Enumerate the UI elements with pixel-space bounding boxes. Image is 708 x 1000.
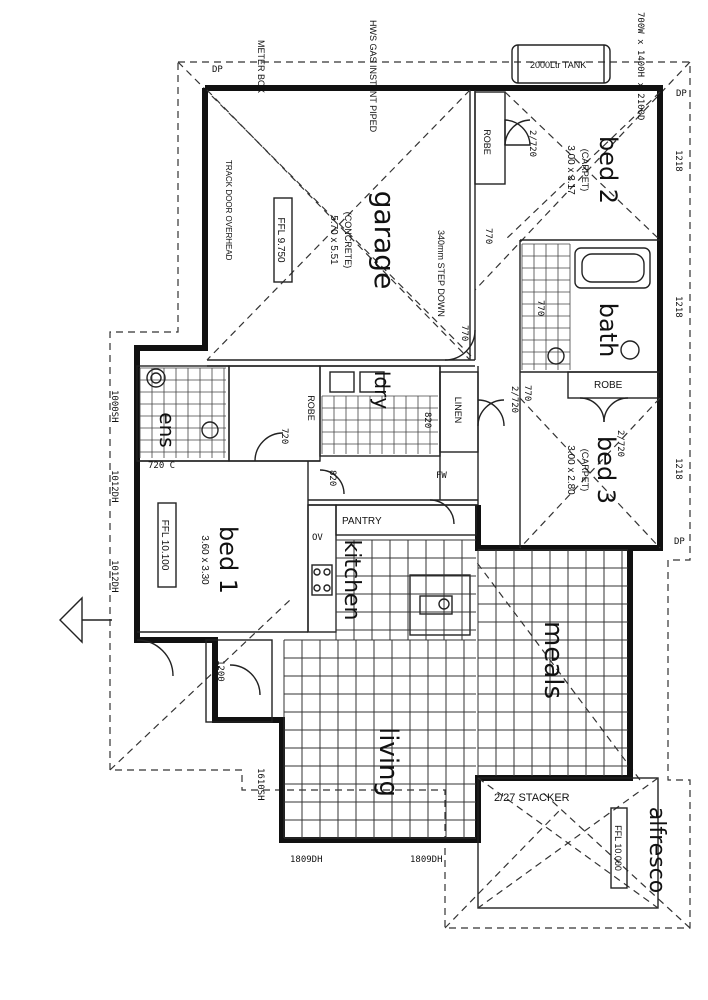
ensuite-fixtures bbox=[146, 368, 219, 439]
alfresco-ffl: FFL 10.000 bbox=[613, 825, 623, 871]
hws-label: HWS GAS INSTANT PIPED bbox=[368, 20, 378, 133]
ov-marker: OV bbox=[312, 533, 323, 543]
meals-name: meals bbox=[538, 621, 568, 699]
door-820-b: 820 bbox=[327, 470, 337, 486]
garage-ffl: FFL 9.750 bbox=[275, 217, 286, 263]
ens-name: ens bbox=[155, 412, 179, 447]
floor-tile-grid bbox=[283, 539, 628, 839]
window-1809-a: 1809DH bbox=[290, 855, 323, 865]
annotation-labels: ROBE ROBE ROBE LINEN 2000Ltr TANK 700W x… bbox=[109, 12, 687, 865]
garage-size: 5.70 x 5.51 bbox=[328, 215, 339, 265]
bath-name: bath bbox=[594, 303, 622, 358]
room-labels: garage (CONCRETE) 5.70 x 5.51 FFL 9.750 … bbox=[155, 136, 669, 893]
step-down-label: 340mm STEP DOWN bbox=[436, 230, 446, 317]
cooktop bbox=[311, 564, 450, 610]
window-1012-b: 1012DH bbox=[109, 560, 119, 593]
door-770-b: 770 bbox=[459, 325, 469, 341]
door-770-a: 770 bbox=[483, 228, 493, 244]
pantry-label: PANTRY bbox=[342, 516, 382, 527]
bed3-size: 3.00 x 2.80 bbox=[565, 445, 576, 495]
door-2720-b: 2/720 bbox=[509, 386, 519, 413]
tank-label: 2000Ltr TANK bbox=[530, 60, 586, 70]
bed2-detail: (CARPET) bbox=[580, 149, 590, 192]
robe-garage-label: ROBE bbox=[482, 129, 492, 155]
dp-marker-3: DP bbox=[212, 65, 223, 75]
garage-name: garage bbox=[368, 191, 401, 290]
living-name: living bbox=[373, 727, 403, 797]
door-720-a: 720 bbox=[279, 428, 289, 444]
garage-detail: (CONCRETE) bbox=[343, 212, 353, 269]
bed1-name: bed 1 bbox=[214, 526, 242, 594]
bath-fixtures bbox=[547, 247, 651, 365]
linen-label: LINEN bbox=[453, 397, 463, 424]
dp-marker-1: DP bbox=[676, 89, 687, 99]
stacker-label: 2/27 STACKER bbox=[494, 792, 570, 804]
door-2720-c: 2/720 bbox=[615, 430, 625, 457]
bed3-name: bed 3 bbox=[592, 436, 620, 504]
window-1809-b: 1809DH bbox=[410, 855, 443, 865]
north-arrow-icon bbox=[59, 596, 112, 644]
window-1000: 1000SH bbox=[109, 390, 119, 423]
window-1200: 1200 bbox=[215, 660, 225, 682]
dp-marker-2: DP bbox=[674, 537, 685, 547]
wet-area-hatching bbox=[139, 243, 571, 458]
laundry-fixtures bbox=[329, 371, 385, 393]
robe-bed1-label: ROBE bbox=[306, 395, 316, 421]
alfresco-name: alfresco bbox=[644, 807, 669, 893]
window-1218-c: 1218 bbox=[673, 458, 683, 480]
window-1218-a: 1218 bbox=[673, 150, 683, 172]
bed2-size: 3.00 x 3.17 bbox=[565, 145, 576, 195]
kitchen-name: kitchen bbox=[339, 540, 364, 621]
window-1610: 1610SH bbox=[255, 768, 265, 801]
door-770-c: 770 bbox=[522, 385, 532, 401]
door-swings bbox=[136, 119, 629, 696]
door-820-a: 820 bbox=[422, 412, 432, 428]
fw-marker: FW bbox=[436, 471, 447, 481]
tank bbox=[511, 44, 611, 84]
meter-box-label: METER BOX bbox=[256, 40, 266, 93]
bed2-name: bed 2 bbox=[594, 136, 622, 204]
eaves-outline bbox=[109, 61, 691, 929]
window-1012-a: 1012DH bbox=[109, 470, 119, 503]
robe-bed3-label: ROBE bbox=[594, 380, 623, 391]
internal-walls bbox=[136, 90, 660, 909]
track-door-label: TRACK DOOR OVERHEAD bbox=[224, 160, 233, 261]
ldry-name: ldry bbox=[370, 371, 394, 409]
bed1-size: 3.60 x 3.30 bbox=[199, 535, 210, 585]
door-720-b: 720 C bbox=[148, 461, 175, 471]
tank-dims-label: 700W x 1400H x 2100D bbox=[635, 12, 645, 120]
bed3-detail: (CARPET) bbox=[580, 449, 590, 492]
room-diagonals bbox=[206, 89, 661, 909]
bed1-ffl: FFL 10.100 bbox=[159, 520, 170, 571]
window-1218-b: 1218 bbox=[673, 296, 683, 318]
door-2720-a: 2/720 bbox=[527, 130, 537, 157]
door-770-d: 770 bbox=[535, 300, 545, 316]
